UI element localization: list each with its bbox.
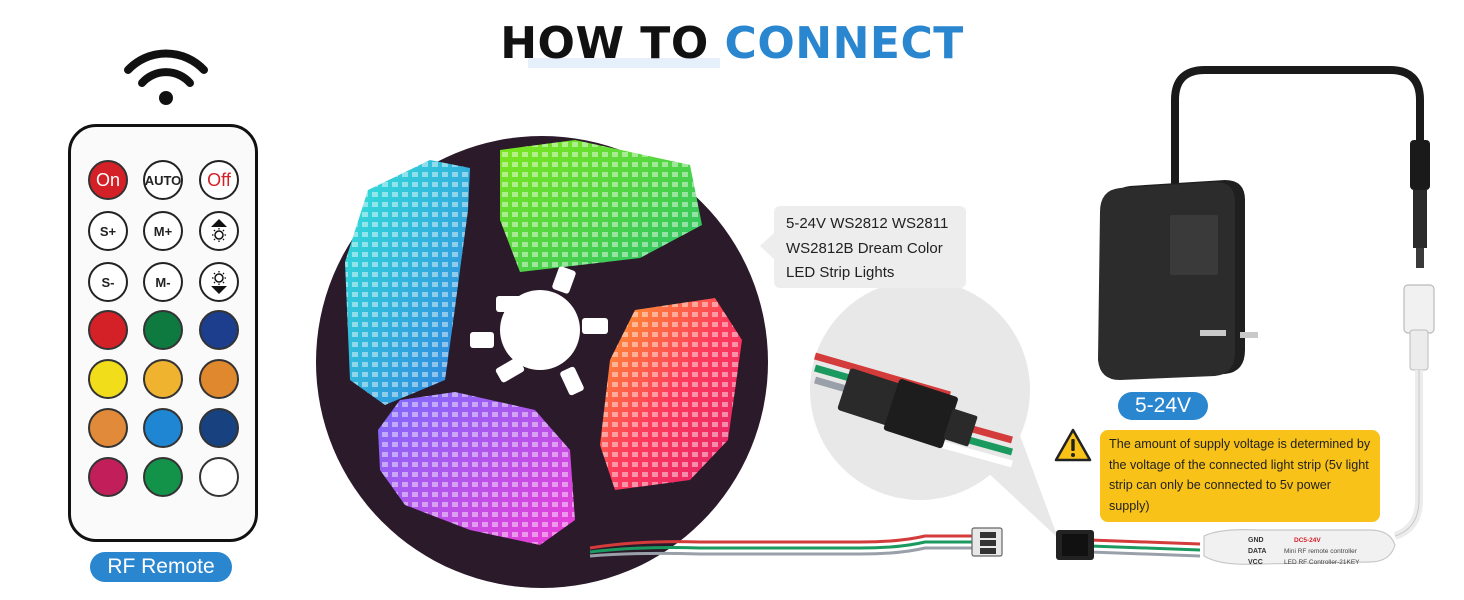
color-button-amber[interactable]: [143, 359, 183, 399]
warning-icon: [1054, 428, 1092, 462]
brightness-down-icon: [211, 271, 227, 294]
brightness-up-icon: [211, 219, 227, 242]
controller-rating: DC5-24V: [1294, 537, 1321, 544]
rf-controller: [1056, 529, 1396, 565]
pin-data: DATA: [1248, 548, 1267, 555]
on-button[interactable]: On: [88, 160, 128, 200]
dc-cable: [1393, 284, 1435, 540]
auto-button[interactable]: AUTO: [143, 160, 183, 200]
speed-up-button[interactable]: S+: [88, 211, 128, 251]
color-button-magenta[interactable]: [88, 457, 128, 497]
controller-line1: Mini RF remote controller: [1284, 548, 1357, 555]
color-button-emerald[interactable]: [143, 457, 183, 497]
title-connect: CONNECT: [724, 18, 964, 69]
strip-info-line3: LED Strip Lights: [786, 264, 895, 281]
mode-down-button[interactable]: M-: [143, 262, 183, 302]
controller-line2: LED RF Controller-21KEY: [1284, 559, 1360, 566]
strip-info-pointer: [760, 232, 775, 260]
color-button-light-orange[interactable]: [88, 408, 128, 448]
strip-wire: [589, 527, 1003, 558]
warning-message: The amount of supply voltage is determin…: [1100, 430, 1380, 522]
color-button-red[interactable]: [88, 310, 128, 350]
voltage-label: 5-24V: [1118, 392, 1208, 420]
led-strip-reel: [316, 136, 768, 588]
color-button-blue[interactable]: [199, 310, 239, 350]
controller-text: DC5-24V Mini RF remote controller LED RF…: [1284, 535, 1360, 568]
wifi-icon: [124, 49, 208, 105]
brightness-up-button[interactable]: [199, 211, 239, 251]
title-underline: [528, 58, 720, 68]
color-button-green[interactable]: [143, 310, 183, 350]
strip-info-line1: 5-24V WS2812 WS2811: [786, 215, 949, 232]
strip-info-bubble: 5-24V WS2812 WS2811 WS2812B Dream Color …: [774, 206, 966, 288]
brightness-down-button[interactable]: [199, 262, 239, 302]
color-button-navy[interactable]: [199, 408, 239, 448]
strip-info-line2: WS2812B Dream Color: [786, 239, 943, 257]
color-button-orange[interactable]: [199, 359, 239, 399]
color-button-white[interactable]: [199, 457, 239, 497]
pin-gnd: GND: [1248, 537, 1264, 544]
rf-remote-label: RF Remote: [90, 552, 232, 582]
controller-pin-labels: GND DATA VCC: [1248, 535, 1266, 568]
page-title: HOW TO CONNECT: [0, 18, 1464, 69]
title-how-to: HOW TO: [500, 18, 709, 69]
color-button-yellow[interactable]: [88, 359, 128, 399]
pin-vcc: VCC: [1248, 559, 1263, 566]
color-button-sky-blue[interactable]: [143, 408, 183, 448]
off-button[interactable]: Off: [199, 160, 239, 200]
mode-up-button[interactable]: M+: [143, 211, 183, 251]
connector-zoom-view: [810, 280, 1058, 538]
rf-remote: On AUTO Off S+ M+ S- M-: [68, 124, 258, 542]
power-adapter: [1098, 66, 1430, 380]
speed-down-button[interactable]: S-: [88, 262, 128, 302]
